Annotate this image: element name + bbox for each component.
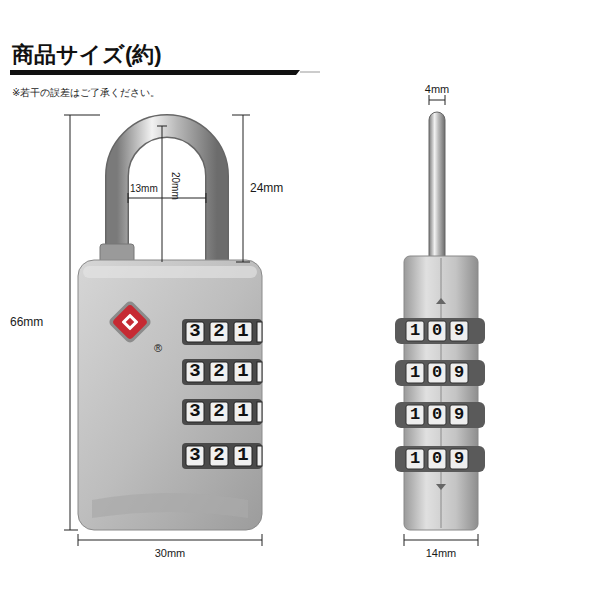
page-title: 商品サイズ(約) xyxy=(12,44,162,66)
dimension-label: 20mm xyxy=(170,172,180,200)
dimension-label: 4mm xyxy=(425,84,449,95)
dial-digits: 321 xyxy=(189,362,261,381)
dial-digits: 109 xyxy=(410,450,476,467)
dial-digits: 321 xyxy=(189,322,261,341)
dimension-lines xyxy=(64,95,478,546)
title-underline xyxy=(10,70,320,75)
registered-mark: ® xyxy=(154,343,162,354)
side-body xyxy=(404,256,478,530)
front-body xyxy=(78,260,262,530)
dimension-label: 30mm xyxy=(155,548,186,559)
dimension-label: 66mm xyxy=(10,316,43,328)
dial-digits: 321 xyxy=(189,446,261,465)
dimension-label: 13mm xyxy=(130,184,158,194)
side-dials xyxy=(395,318,485,472)
dial-digits: 109 xyxy=(410,364,476,381)
note-text: ※若干の誤差はご了承ください。 xyxy=(12,88,160,98)
front-shackle xyxy=(100,126,217,264)
dial-digits: 321 xyxy=(189,402,261,421)
side-shackle xyxy=(429,112,445,268)
tsa-logo xyxy=(107,299,152,344)
dial-digits: 109 xyxy=(410,322,476,339)
dimension-label: 24mm xyxy=(250,182,283,194)
front-dials xyxy=(182,319,262,469)
dial-digits: 109 xyxy=(410,406,476,423)
dimension-label: 14mm xyxy=(426,548,457,559)
